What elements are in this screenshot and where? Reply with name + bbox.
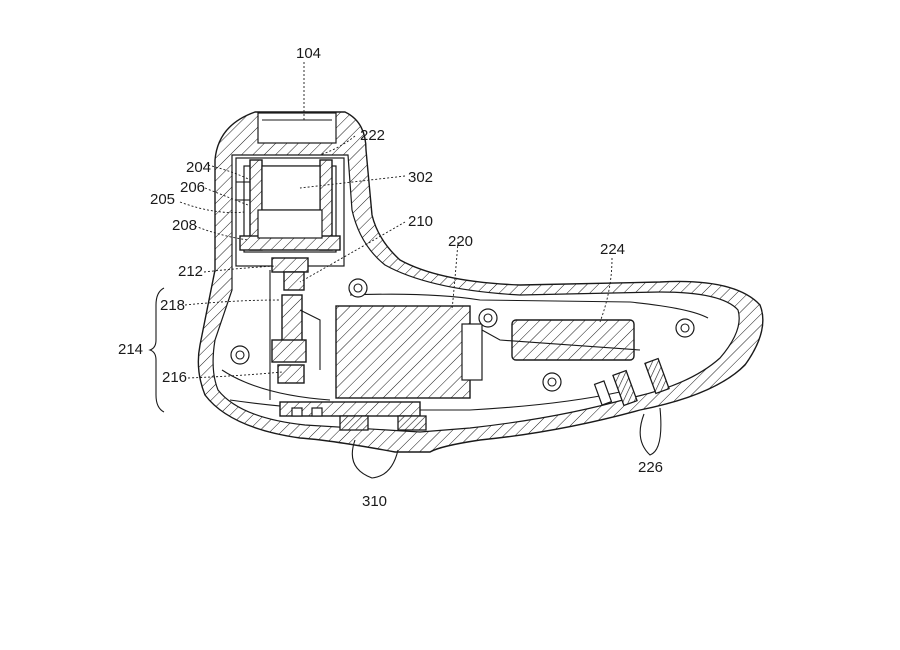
- battery-cap: [461, 323, 483, 381]
- label-208: 208: [172, 217, 197, 234]
- battery-block: [335, 305, 471, 399]
- label-220: 220: [448, 233, 473, 250]
- bottom-pcb: [279, 401, 427, 431]
- label-204: 204: [186, 159, 211, 176]
- label-212: 212: [178, 263, 203, 280]
- side-buttons: [593, 357, 670, 407]
- top-window: [257, 112, 337, 144]
- internal-chassis: [221, 293, 709, 411]
- reference-labels: 104 222 204 302 206 205 210 208 220 224 …: [118, 45, 663, 510]
- sensor-module: [235, 157, 345, 267]
- label-222: 222: [360, 127, 385, 144]
- label-218: 218: [160, 297, 185, 314]
- brackets: [148, 287, 662, 479]
- screw-bosses: [230, 278, 695, 392]
- label-310: 310: [362, 493, 387, 510]
- label-302: 302: [408, 169, 433, 186]
- flex-connector: [269, 257, 321, 400]
- label-210: 210: [408, 213, 433, 230]
- leader-lines: [179, 62, 613, 379]
- label-104: 104: [296, 45, 321, 62]
- label-216: 216: [162, 369, 187, 386]
- label-214: 214: [118, 341, 143, 358]
- label-206: 206: [180, 179, 205, 196]
- label-205: 205: [150, 191, 175, 208]
- label-226: 226: [638, 459, 663, 476]
- label-224: 224: [600, 241, 625, 258]
- component-block: [511, 319, 635, 361]
